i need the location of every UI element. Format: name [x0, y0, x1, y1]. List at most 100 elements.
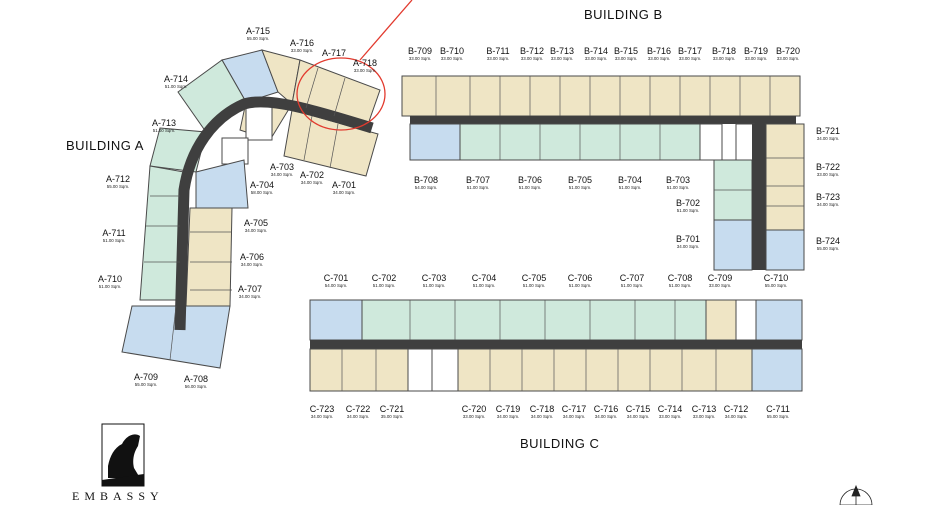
unit-area: 33.00 Sqm. — [817, 172, 839, 177]
unit-area: 51.00 Sqm. — [467, 185, 489, 190]
unit-area: 33.00 Sqm. — [441, 56, 463, 61]
unit-id: B-714 — [584, 46, 608, 56]
unit-area: 51.00 Sqm. — [153, 128, 175, 133]
unit-area: 34.00 Sqm. — [239, 294, 261, 299]
unit-id: C-711 — [766, 404, 790, 414]
unit-id: B-715 — [614, 46, 638, 56]
building-b-title: BUILDING B — [584, 7, 663, 22]
unit-area: 34.00 Sqm. — [271, 172, 293, 177]
unit-id: C-714 — [658, 404, 683, 414]
unit-area: 34.00 Sqm. — [817, 202, 839, 207]
unit-id: A-705 — [244, 218, 268, 228]
building-a-plan — [121, 49, 381, 369]
unit-id: B-707 — [466, 175, 490, 185]
unit-id: C-707 — [620, 273, 645, 283]
building-c-plan — [309, 299, 803, 392]
unit-area: 55.00 Sqm. — [107, 184, 129, 189]
unit-id: A-711 — [102, 228, 125, 238]
unit-area: 33.00 Sqm. — [713, 56, 735, 61]
unit-id: B-712 — [520, 46, 544, 56]
unit-area: 51.00 Sqm. — [423, 283, 445, 288]
unit-id: C-715 — [626, 404, 651, 414]
unit-area: 35.00 Sqm. — [381, 414, 403, 419]
unit-id: B-713 — [550, 46, 574, 56]
unit-area: 34.00 Sqm. — [333, 190, 355, 195]
unit-id: C-705 — [522, 273, 547, 283]
unit-area: 33.00 Sqm. — [709, 283, 731, 288]
unit-area: 51.00 Sqm. — [165, 84, 187, 89]
unit-id: B-701 — [676, 234, 700, 244]
unit-area: 33.00 Sqm. — [354, 68, 376, 73]
unit-id: B-719 — [744, 46, 768, 56]
unit-id: A-707 — [238, 284, 262, 294]
unit-id: A-701 — [332, 180, 356, 190]
unit-area: 33.00 Sqm. — [745, 56, 767, 61]
unit-id: C-702 — [372, 273, 397, 283]
unit-id: A-709 — [134, 372, 158, 382]
unit-area: 55.00 Sqm. — [765, 283, 787, 288]
unit-area: 51.00 Sqm. — [473, 283, 495, 288]
unit-area: 55.00 Sqm. — [247, 36, 269, 41]
unit-area: 51.00 Sqm. — [569, 283, 591, 288]
unit-area: 51.00 Sqm. — [99, 284, 121, 289]
unit-area: 56.00 Sqm. — [185, 384, 207, 389]
unit-id: B-716 — [647, 46, 671, 56]
unit-id: C-713 — [692, 404, 717, 414]
unit-id: C-723 — [310, 404, 335, 414]
unit-id: A-712 — [106, 174, 130, 184]
unit-area: 33.00 Sqm. — [291, 48, 313, 53]
unit-area: 34.00 Sqm. — [347, 414, 369, 419]
unit-id: A-702 — [300, 170, 324, 180]
unit-id: C-721 — [380, 404, 405, 414]
unit-id: C-710 — [764, 273, 789, 283]
unit-id: B-702 — [676, 198, 700, 208]
unit-area: 51.00 Sqm. — [519, 185, 541, 190]
unit-id: C-708 — [668, 273, 693, 283]
unit-area: 51.00 Sqm. — [569, 185, 591, 190]
unit-id: B-722 — [816, 162, 840, 172]
unit-area: 34.00 Sqm. — [531, 414, 553, 419]
unit-id: C-706 — [568, 273, 593, 283]
unit-id: C-722 — [346, 404, 371, 414]
unit-id: B-711 — [486, 46, 509, 56]
unit-label-a-717: A-717 — [322, 48, 346, 58]
unit-id: B-708 — [414, 175, 438, 185]
unit-area: 55.00 Sqm. — [135, 382, 157, 387]
unit-area: 51.00 Sqm. — [619, 185, 641, 190]
unit-area: 51.00 Sqm. — [621, 283, 643, 288]
unit-area: 33.00 Sqm. — [615, 56, 637, 61]
